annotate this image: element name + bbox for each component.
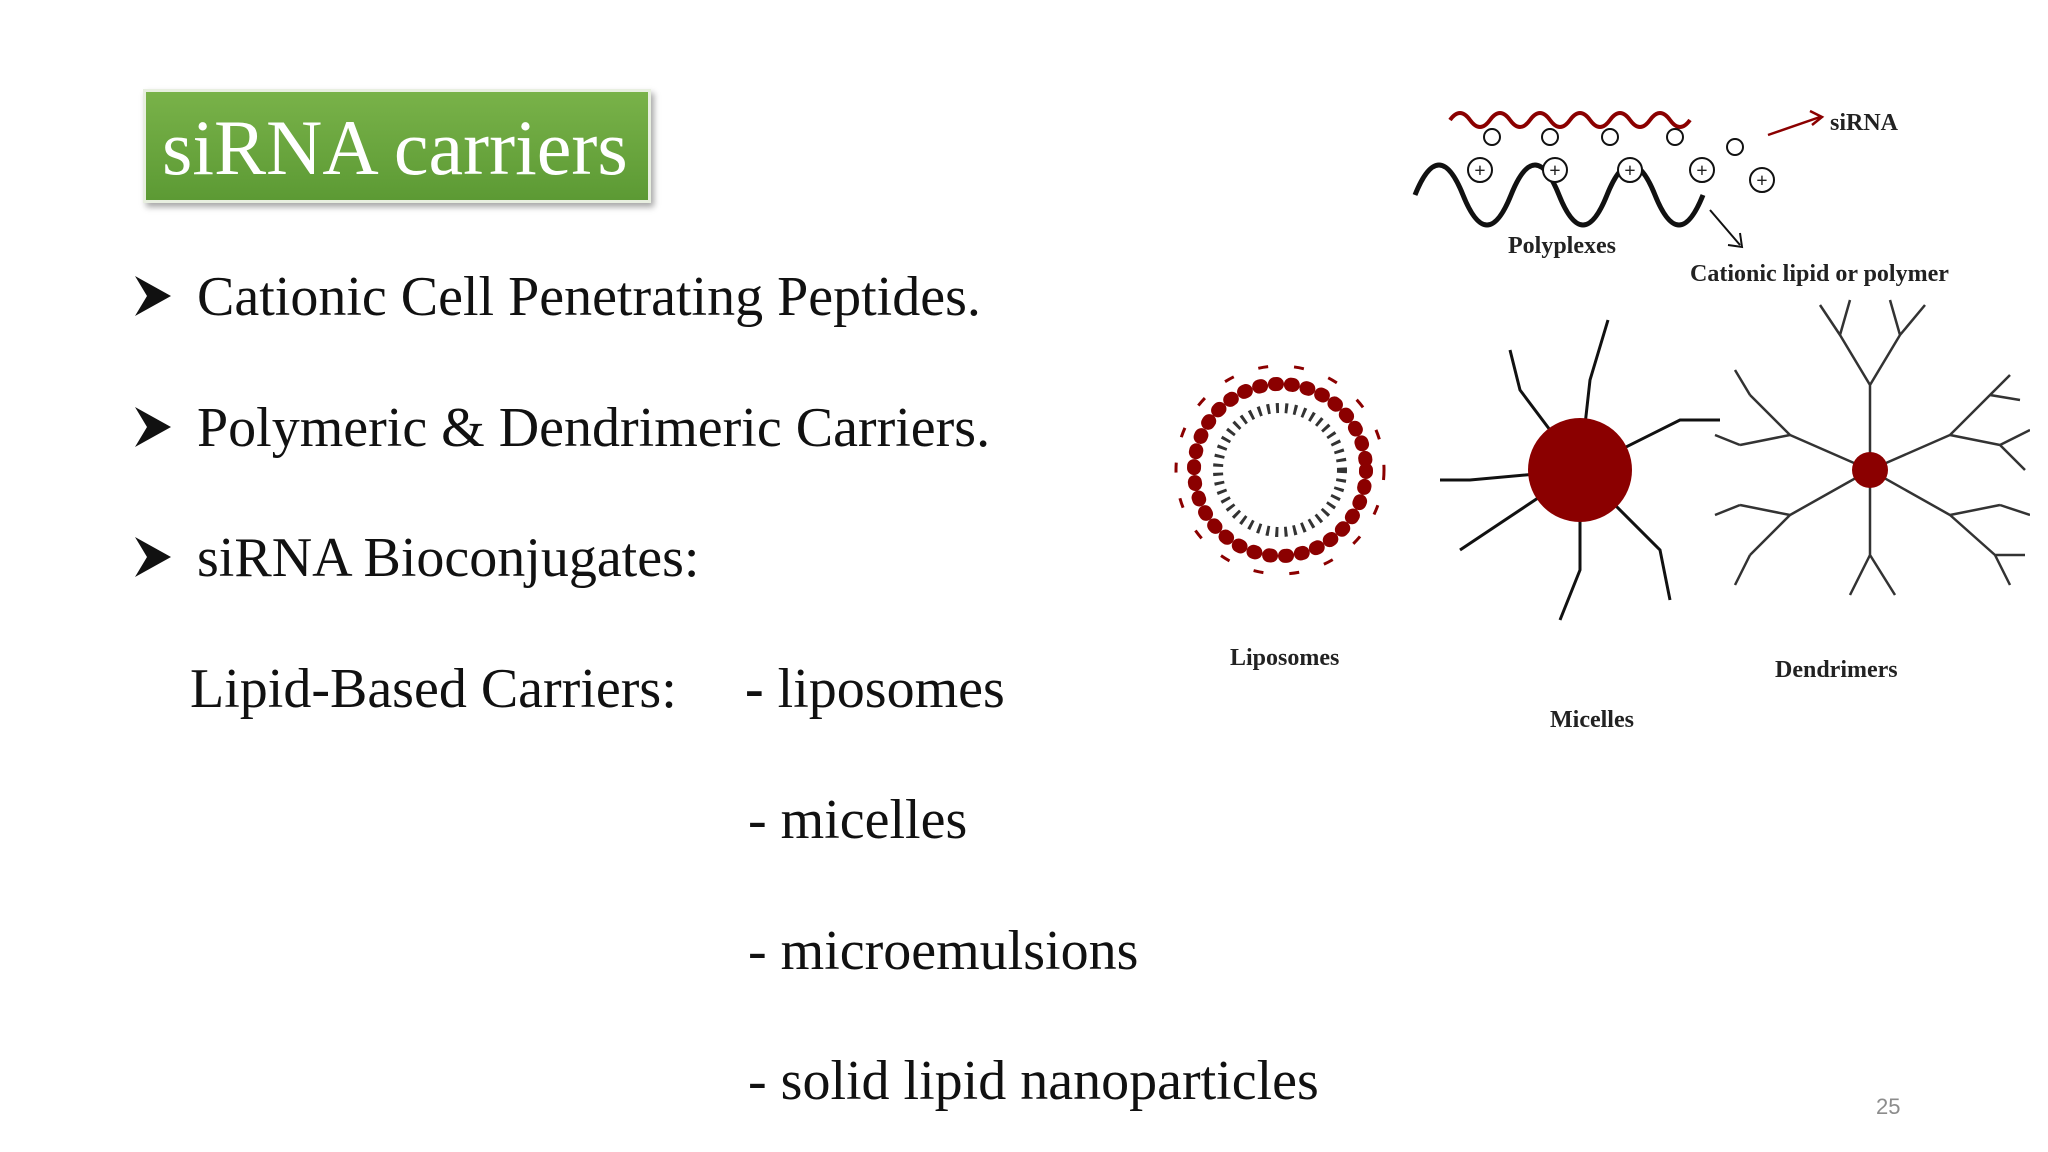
lipid-item-first: - liposomes	[745, 654, 1005, 724]
plus-sign: +	[1474, 160, 1485, 182]
slide-title: siRNA carriers	[162, 104, 628, 191]
sirna-carrier-diagram: + + + + + siRNA Polyplexes Cationic lipi…	[1174, 109, 2030, 733]
plus-sign: +	[1756, 170, 1767, 192]
plus-sign: +	[1624, 160, 1635, 182]
liposomes-label: Liposomes	[1230, 645, 1339, 671]
micelle-figure: Micelles	[1440, 319, 1720, 733]
polyplex-figure: + + + + + siRNA Polyplexes Cationic lipi…	[1412, 109, 1949, 287]
polyplexes-label: Polyplexes	[1508, 233, 1616, 259]
lipid-label: Lipid-Based Carriers:	[190, 658, 677, 720]
arrow-bullet-icon	[135, 537, 171, 577]
lipid-item: - micelles	[748, 789, 968, 851]
page-number: 25	[1876, 1094, 1901, 1119]
liposome-figure: Liposomes	[1174, 364, 1386, 671]
dendrimers-label: Dendrimers	[1775, 657, 1898, 683]
lipid-item-text: liposomes	[777, 658, 1005, 720]
plus-sign: +	[1549, 160, 1560, 182]
sirna-label: siRNA	[1830, 110, 1899, 136]
lipid-item: - microemulsions	[748, 920, 1139, 982]
dendrimer-figure: Dendrimers	[1714, 299, 2030, 683]
lipid-item: - solid lipid nanoparticles	[748, 1050, 1319, 1112]
lipid-dash: -	[745, 658, 764, 720]
bullet-text: Polymeric & Dendrimeric Carriers.	[197, 397, 991, 459]
plus-sign: +	[1696, 160, 1707, 182]
bullet-text: Cationic Cell Penetrating Peptides.	[197, 266, 981, 328]
bullet-text: siRNA Bioconjugates:	[197, 527, 700, 589]
title-box: siRNA carriers	[143, 89, 651, 203]
arrow-bullet-icon	[135, 276, 171, 316]
micelles-label: Micelles	[1550, 707, 1634, 733]
cationic-lipid-label: Cationic lipid or polymer	[1690, 261, 1949, 287]
arrow-bullet-icon	[135, 407, 171, 447]
